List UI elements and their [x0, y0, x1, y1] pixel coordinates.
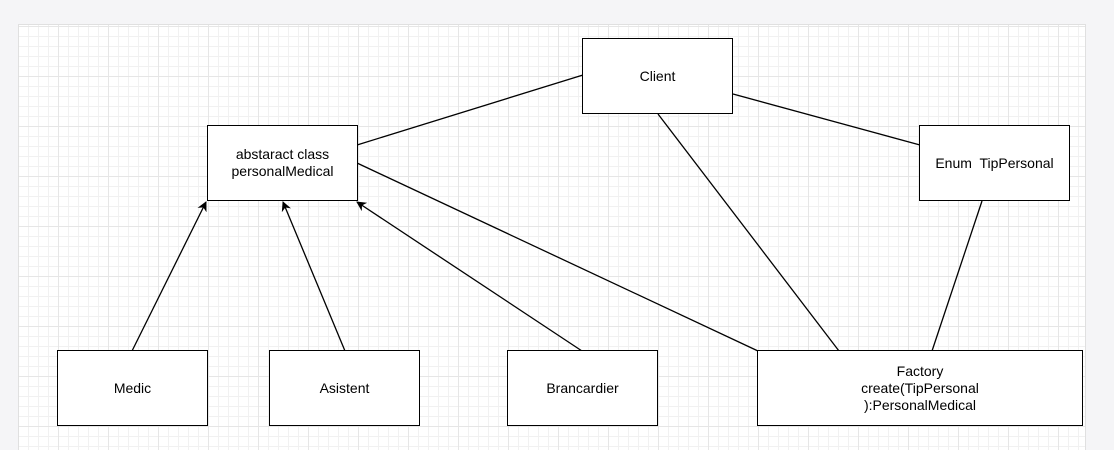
medic-node-label: Medic [113, 379, 152, 396]
brancardier-node[interactable]: Brancardier [507, 350, 658, 426]
asistent-node-label: Asistent [319, 379, 370, 396]
factory-node-label-line-2: create(TipPersonal [861, 379, 979, 396]
factory-node-label-line-1: Factory [896, 362, 944, 379]
medic-node[interactable]: Medic [57, 350, 208, 426]
client-node[interactable]: Client [582, 38, 733, 114]
tip-personal-node[interactable]: Enum TipPersonal [919, 125, 1070, 201]
personal-medical-node-label-line-1: abstaract class [235, 146, 330, 162]
asistent-node[interactable]: Asistent [269, 350, 420, 426]
factory-node[interactable]: Factory create(TipPersonal ):PersonalMed… [757, 350, 1083, 426]
personal-medical-node-label-line-2: personalMedical [231, 163, 334, 179]
tip-personal-node-label: Enum TipPersonal [935, 154, 1054, 171]
client-node-label: Client [639, 67, 676, 84]
factory-node-label-line-3: ):PersonalMedical [863, 396, 977, 413]
personal-medical-node[interactable]: abstaract class personalMedical [207, 125, 358, 201]
brancardier-node-label: Brancardier [546, 379, 619, 396]
